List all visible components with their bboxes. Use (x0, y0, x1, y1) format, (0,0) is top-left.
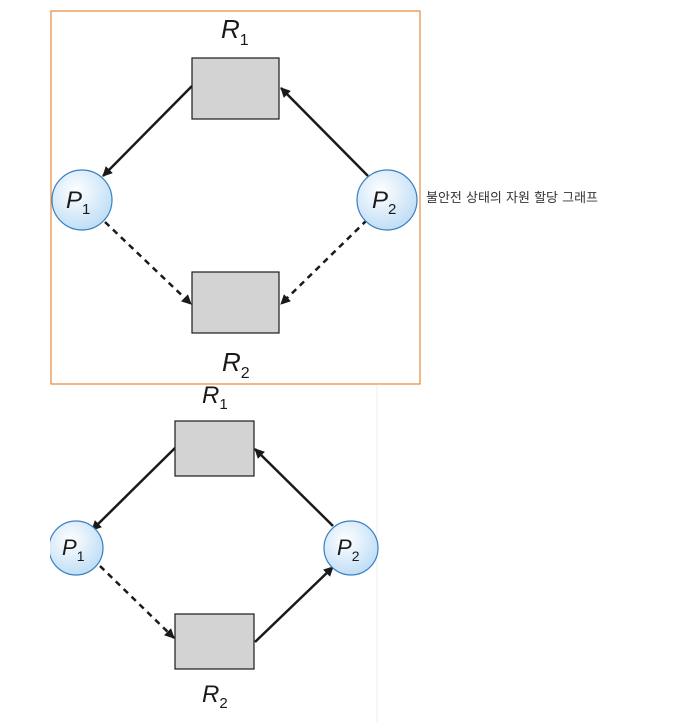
label-p1: P1 (62, 535, 85, 564)
label-p1: P1 (66, 187, 90, 218)
process-p2 (323, 520, 379, 576)
left-crop-mask (0, 510, 50, 590)
process-p2 (356, 169, 418, 231)
label-r1: R1 (221, 14, 249, 49)
process-p1 (51, 169, 113, 231)
assignment-edge-r1-p1 (102, 85, 193, 177)
label-r2: R2 (222, 347, 250, 382)
resource-r1 (174, 420, 255, 477)
claim-edge-p1-r2 (104, 221, 192, 305)
label-r2: R2 (202, 681, 228, 712)
request-edge-p2-r1 (280, 87, 369, 177)
label-r1: R1 (202, 382, 228, 413)
label-p2: P2 (372, 187, 396, 218)
unsafe-state-graph: R1 R2 P1 P2 (50, 10, 421, 385)
claim-edge-p1-r2 (99, 565, 175, 639)
resource-r2 (174, 613, 255, 670)
resource-r1 (191, 57, 280, 120)
safe-state-graph: R1 R2 P1 P2 (0, 382, 379, 712)
label-p2: P2 (337, 535, 360, 564)
highlight-frame (50, 10, 421, 385)
resource-r2 (191, 271, 280, 334)
figure-caption: 불안전 상태의 자원 할당 그래프 (426, 191, 599, 206)
claim-edge-p2-r2 (280, 219, 368, 305)
request-edge-p2-r1 (254, 448, 334, 527)
assignment-edge-r1-p1 (91, 447, 176, 531)
assignment-edge-r2-p2 (254, 566, 334, 643)
